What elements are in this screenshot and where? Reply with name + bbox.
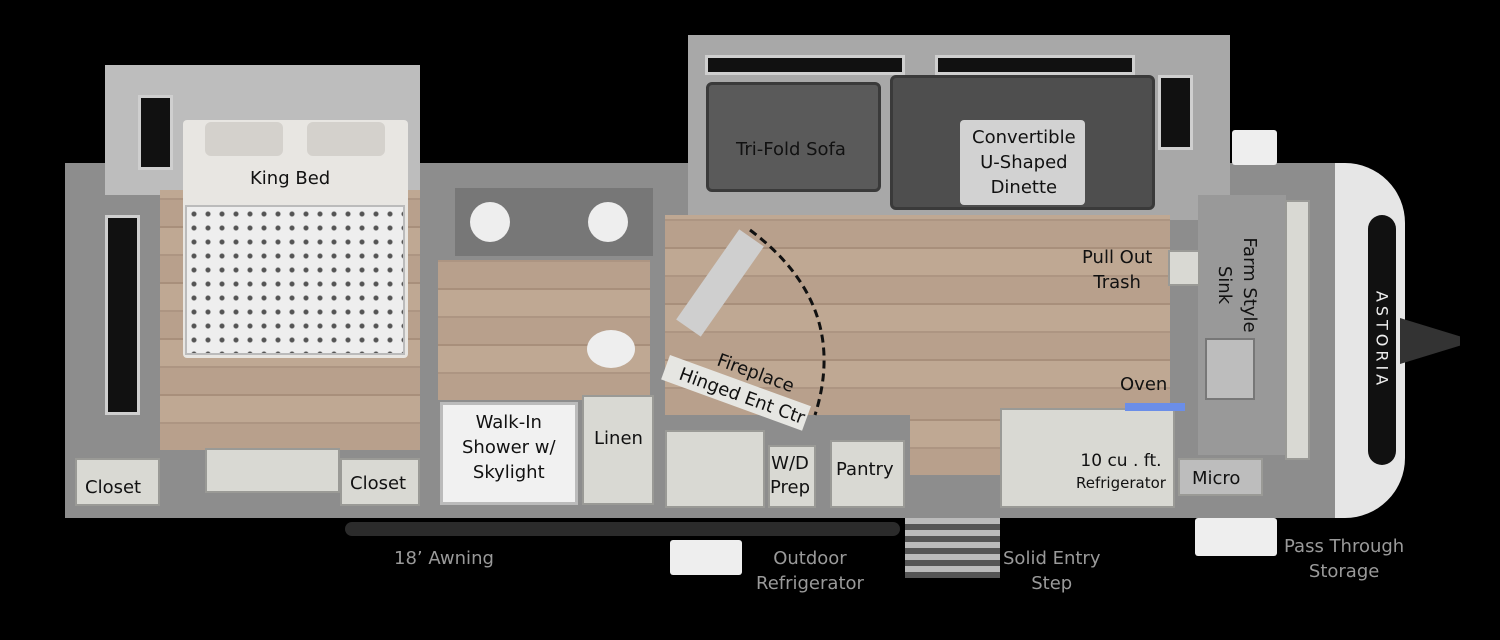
outdoor-fridge-hatch [670, 540, 742, 575]
label-storage: Pass Through Storage [1284, 534, 1404, 584]
dresser [205, 448, 340, 493]
label-awning: 18’ Awning [394, 548, 494, 569]
label-outdoor-2: Refrigerator [756, 573, 864, 594]
overhead-cabinets [1285, 200, 1310, 460]
bed-quilt [185, 205, 405, 355]
label-trash: Pull Out Trash [1082, 245, 1152, 295]
label-trash-1: Pull Out [1082, 247, 1153, 268]
label-shower-3: Skylight [472, 462, 545, 483]
label-dinette-3: Dinette [990, 177, 1058, 198]
pull-out-trash [1168, 250, 1200, 286]
dinette-table [960, 120, 1085, 205]
label-wd-1: W/D [771, 453, 809, 474]
label-shower-2: Shower w/ [462, 437, 556, 458]
storage-hatch [1232, 130, 1277, 165]
oven-burner [1125, 403, 1185, 411]
label-entry-step: Solid Entry Step [1003, 546, 1100, 596]
label-fridge-2: Refrigerator [1076, 474, 1166, 492]
shower [440, 402, 578, 505]
label-king-bed: King Bed [250, 168, 331, 189]
storage-hatch [1195, 518, 1277, 556]
farm-sink [1205, 338, 1255, 400]
label-step-1: Solid Entry [1003, 548, 1101, 569]
brand-text: ASTORIA [1372, 290, 1392, 390]
label-micro: Micro [1192, 468, 1241, 489]
window [935, 55, 1135, 75]
tri-fold-sofa [706, 82, 881, 192]
window [705, 55, 905, 75]
living-floor [910, 400, 1000, 475]
label-dinette-1: Convertible [972, 127, 1076, 148]
label-closet-right: Closet [350, 473, 407, 494]
wd-prep-cabinet [768, 445, 816, 508]
door-swing-arc [749, 228, 826, 416]
label-outdoor-fridge: Outdoor Refrigerator [756, 546, 864, 596]
closet-right [340, 458, 420, 506]
label-sink: Farm Style Sink [1212, 237, 1262, 332]
label-closet-left: Closet [85, 477, 142, 498]
label-wd-prep: W/D Prep [770, 452, 810, 500]
label-oven: Oven [1120, 374, 1168, 395]
label-sink-2: Sink [1214, 265, 1235, 305]
toilet-icon [587, 330, 635, 368]
label-step-2: Step [1031, 573, 1073, 594]
label-dinette-2: U-Shaped [980, 152, 1068, 173]
pillow [307, 122, 385, 156]
outdoor-fridge-cabinet [665, 430, 765, 508]
window [1158, 75, 1193, 150]
kitchen-counter [1198, 195, 1286, 455]
awning [345, 522, 900, 536]
label-dinette: Convertible U-Shaped Dinette [972, 125, 1076, 200]
label-fridge-1: 10 cu . ft. [1080, 451, 1162, 471]
closet-left [75, 458, 160, 506]
pantry-cabinet [830, 440, 905, 508]
label-pantry: Pantry [836, 459, 894, 480]
label-storage-1: Pass Through [1284, 536, 1405, 557]
label-linen: Linen [594, 428, 643, 449]
window [105, 215, 140, 415]
refrigerator [1000, 408, 1175, 508]
entry-step [905, 518, 1000, 578]
label-sink-1: Farm Style [1239, 237, 1260, 333]
label-storage-2: Storage [1308, 561, 1380, 582]
linen-cabinet [582, 395, 654, 505]
pillow [205, 122, 283, 156]
label-refrigerator: 10 cu . ft. Refrigerator [1076, 450, 1166, 494]
label-shower: Walk-In Shower w/ Skylight [462, 410, 556, 485]
label-shower-1: Walk-In [475, 412, 542, 433]
sink-icon [470, 202, 510, 242]
label-wd-2: Prep [770, 477, 811, 498]
sink-icon [588, 202, 628, 242]
window [138, 95, 173, 170]
label-trash-2: Trash [1093, 272, 1141, 293]
brand-logo [1368, 215, 1396, 465]
microwave [1178, 458, 1263, 496]
label-sofa: Tri-Fold Sofa [736, 139, 846, 160]
hitch [1400, 318, 1460, 364]
label-outdoor-1: Outdoor [773, 548, 847, 569]
